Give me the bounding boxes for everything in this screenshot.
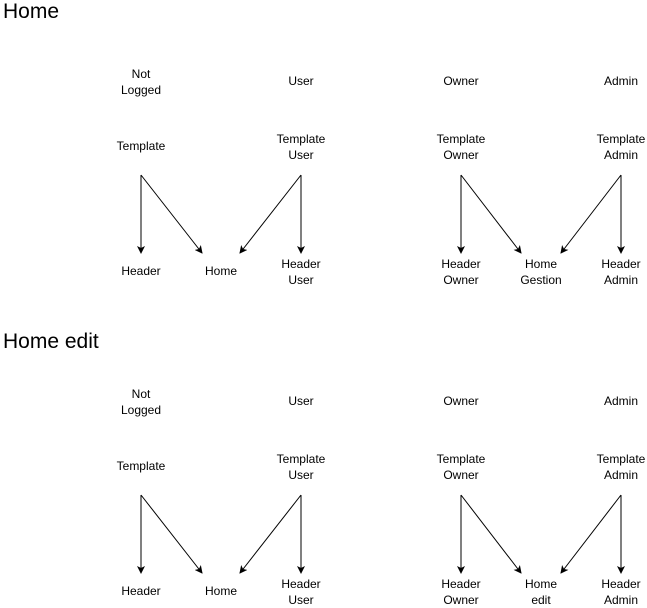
edge-template-user-to-home (239, 174, 302, 254)
template-owner-node: Template Owner (436, 132, 486, 162)
edge-template-admin-to-home-gestion (560, 174, 622, 254)
edge-template-to-home (140, 174, 203, 254)
role-admin-2: Admin (603, 394, 638, 408)
template-admin-node: Template Admin (596, 132, 646, 162)
home-node-2: Home (204, 584, 237, 598)
role-admin: Admin (603, 74, 638, 88)
template-node: Template (116, 139, 166, 153)
role-owner-2: Owner (443, 394, 479, 408)
template-admin-node-2: Template Admin (596, 452, 646, 482)
section-title-home: Home (3, 0, 60, 23)
header-node: Header (121, 264, 161, 278)
home-edit-node: Home edit (524, 577, 557, 607)
home-gestion-node: Home Gestion (520, 257, 562, 287)
header-owner-node-2: Header Owner (441, 577, 481, 607)
template-node-2: Template (116, 459, 166, 473)
edge-template-owner-to-home-edit (460, 494, 522, 574)
header-admin-node: Header Admin (601, 257, 641, 287)
template-user-node: Template User (276, 132, 326, 162)
header-node-2: Header (121, 584, 161, 598)
edge-template-to-home-2 (140, 494, 203, 574)
edge-template-user-to-home-2 (239, 494, 302, 574)
header-owner-node: Header Owner (441, 257, 481, 287)
role-owner: Owner (443, 74, 479, 88)
edge-template-admin-to-home-edit (560, 494, 622, 574)
header-admin-node-2: Header Admin (601, 577, 641, 607)
template-owner-node-2: Template Owner (436, 452, 486, 482)
role-not-logged: Not Logged (120, 67, 162, 97)
role-user: User (288, 74, 314, 88)
home-node: Home (204, 264, 237, 278)
edge-template-owner-to-home-gestion (460, 174, 522, 254)
header-user-node: Header User (281, 257, 321, 287)
template-user-node-2: Template User (276, 452, 326, 482)
role-not-logged-2: Not Logged (120, 387, 162, 417)
header-user-node-2: Header User (281, 577, 321, 607)
section-title-home-edit: Home edit (3, 330, 99, 353)
role-user-2: User (288, 394, 314, 408)
